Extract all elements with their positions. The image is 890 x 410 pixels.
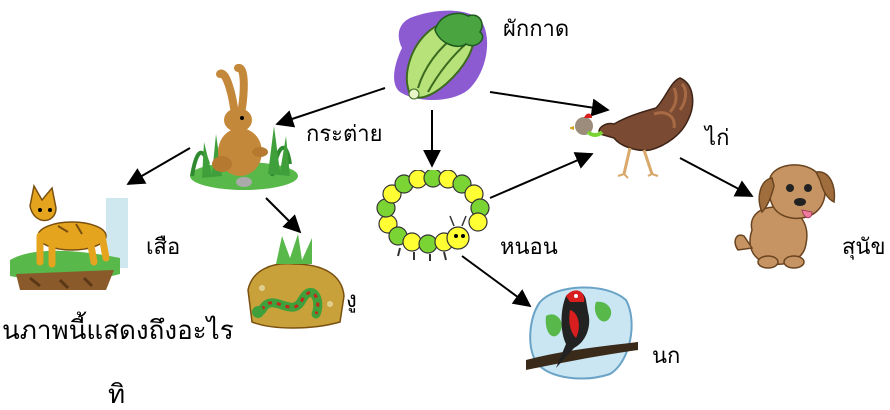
bird-icon [526, 282, 638, 382]
arrow-caterpillar-bird [462, 256, 530, 306]
label-rabbit: กระต่าย [306, 124, 382, 146]
rabbit-icon [182, 64, 300, 194]
arrow-rabbit-tiger [128, 148, 190, 184]
label-caterpillar: หนอน [500, 237, 558, 259]
snake-icon [242, 230, 348, 330]
label-cabbage: ผักกาด [503, 19, 569, 41]
caterpillar-icon [370, 170, 498, 262]
label-tiger: เสือ [146, 237, 180, 259]
tiger-icon [10, 178, 132, 290]
dog-icon [732, 158, 844, 270]
label-dog: สุนัข [842, 237, 886, 259]
label-chicken: ไก่ [705, 128, 729, 150]
label-bird: นก [652, 346, 680, 368]
arrow-rabbit-snake [266, 198, 300, 232]
question-text: นภาพนี้แสดงถึงอะไร [2, 318, 234, 344]
cabbage-icon [380, 6, 500, 106]
chicken-icon [570, 70, 700, 186]
label-snake: งู [346, 290, 357, 312]
question-text-cut: ทิ [108, 382, 125, 408]
